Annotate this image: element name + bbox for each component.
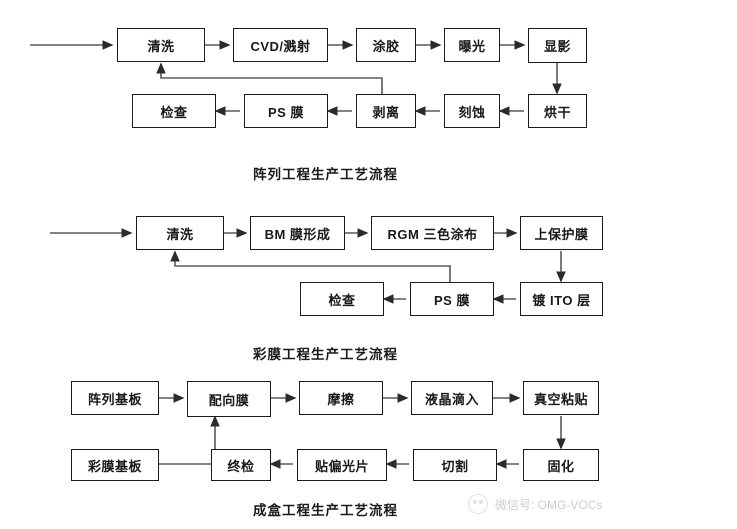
watermark: 微信号: OMG-VOCs <box>468 494 602 514</box>
arrow-a8-feedback-a1 <box>156 62 383 94</box>
wechat-icon <box>468 494 488 514</box>
node-c8[interactable]: 贴偏光片 <box>297 449 387 481</box>
node-a3-label: 涂胶 <box>372 38 400 54</box>
node-a3[interactable]: 涂胶 <box>356 28 416 62</box>
node-c10[interactable]: 彩膜基板 <box>71 449 159 481</box>
node-a1[interactable]: 清洗 <box>117 28 205 62</box>
caption-array-process: 阵列工程生产工艺流程 <box>253 167 398 182</box>
node-b2[interactable]: BM 膜形成 <box>250 216 345 250</box>
node-c6-label: 固化 <box>547 458 575 474</box>
node-a7-label: 刻蚀 <box>458 104 486 120</box>
node-a8-label: 剥离 <box>372 104 400 120</box>
node-a1-label: 清洗 <box>147 38 175 54</box>
node-c3-label: 摩擦 <box>327 391 355 407</box>
node-b3[interactable]: RGM 三色涂布 <box>371 216 494 250</box>
node-c7[interactable]: 切割 <box>413 449 497 481</box>
arrow-b6-feedback-b1 <box>170 250 451 282</box>
node-c9-label: 终检 <box>227 458 255 474</box>
node-b2-label: BM 膜形成 <box>264 226 331 242</box>
node-c7-label: 切割 <box>441 458 469 474</box>
node-a10-label: 检查 <box>160 104 188 120</box>
node-c5-label: 真空粘贴 <box>533 391 588 407</box>
caption-colorfilter-process: 彩膜工程生产工艺流程 <box>253 347 398 362</box>
node-a6-label: 烘干 <box>543 104 571 120</box>
arrow-c10-c2 <box>159 415 220 465</box>
node-a4-label: 曝光 <box>458 38 486 54</box>
node-a9[interactable]: PS 膜 <box>244 94 328 128</box>
node-b6-label: PS 膜 <box>434 292 470 308</box>
node-a7[interactable]: 刻蚀 <box>444 94 500 128</box>
watermark-text: 微信号: OMG-VOCs <box>495 497 603 512</box>
node-a10[interactable]: 检查 <box>132 94 216 128</box>
node-b7-label: 检查 <box>328 292 356 308</box>
node-b1[interactable]: 清洗 <box>136 216 224 250</box>
node-b5-label: 镀 ITO 层 <box>532 292 591 308</box>
caption-cell-process: 成盒工程生产工艺流程 <box>253 503 398 518</box>
node-a9-label: PS 膜 <box>268 104 304 120</box>
node-b1-label: 清洗 <box>166 226 194 242</box>
node-c2[interactable]: 配向膜 <box>187 381 271 417</box>
node-a8[interactable]: 剥离 <box>356 94 416 128</box>
node-a2[interactable]: CVD/溅射 <box>233 28 328 62</box>
node-a2-label: CVD/溅射 <box>250 38 311 54</box>
node-b5[interactable]: 镀 ITO 层 <box>520 282 603 316</box>
node-b6[interactable]: PS 膜 <box>410 282 494 316</box>
node-a4[interactable]: 曝光 <box>444 28 500 62</box>
node-b3-label: RGM 三色涂布 <box>387 226 478 242</box>
node-a6[interactable]: 烘干 <box>528 94 587 128</box>
node-c4-label: 液晶滴入 <box>424 391 479 407</box>
node-c4[interactable]: 液晶滴入 <box>411 381 493 415</box>
node-b4-label: 上保护膜 <box>534 226 589 242</box>
node-c6[interactable]: 固化 <box>523 449 599 481</box>
node-c8-label: 贴偏光片 <box>314 458 369 474</box>
node-c10-label: 彩膜基板 <box>87 458 142 474</box>
node-c9[interactable]: 终检 <box>211 449 271 481</box>
node-c5[interactable]: 真空粘贴 <box>523 381 599 415</box>
node-a5[interactable]: 显影 <box>528 28 587 63</box>
node-b7[interactable]: 检查 <box>300 282 384 316</box>
node-c3[interactable]: 摩擦 <box>299 381 383 415</box>
node-c2-label: 配向膜 <box>208 392 250 408</box>
node-c1-label: 阵列基板 <box>87 391 142 407</box>
node-b4[interactable]: 上保护膜 <box>520 216 603 250</box>
node-a5-label: 显影 <box>543 39 571 54</box>
node-c1[interactable]: 阵列基板 <box>71 381 159 415</box>
